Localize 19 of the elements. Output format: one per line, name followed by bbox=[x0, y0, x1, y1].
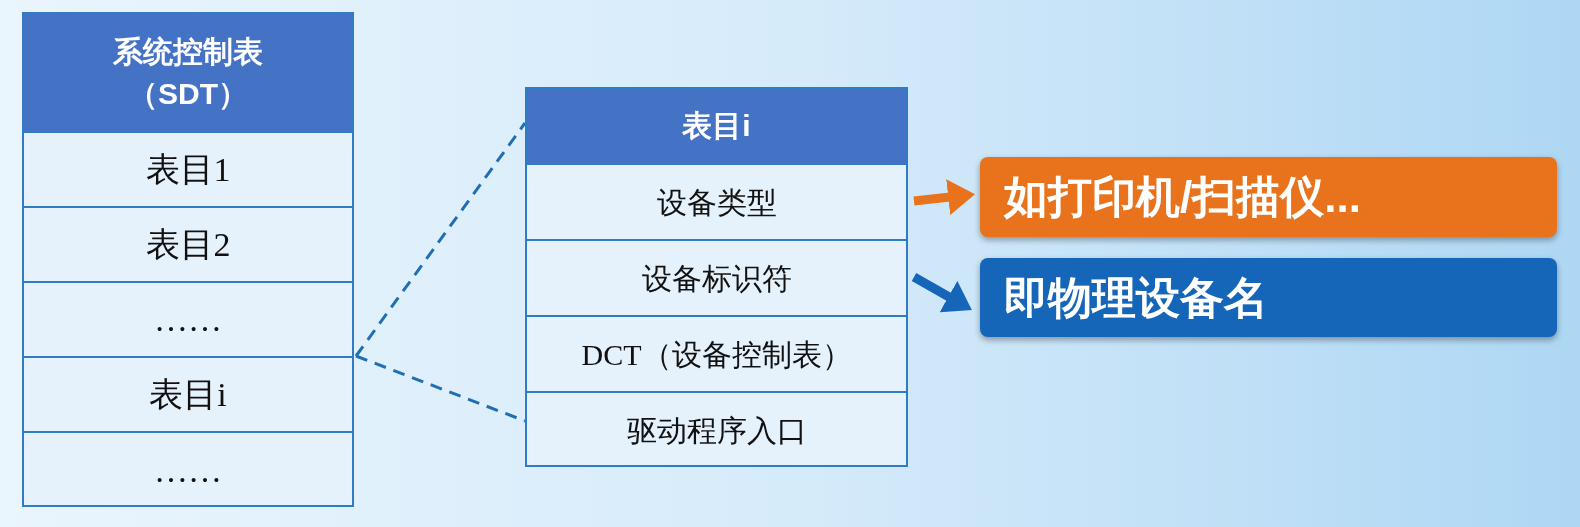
table-header: 表目i bbox=[527, 89, 906, 165]
table-row: DCT（设备控制表） bbox=[525, 315, 908, 391]
table-row: 表目i bbox=[22, 356, 354, 431]
table bbox=[22, 12, 354, 507]
arrow bbox=[913, 179, 976, 216]
table-row: 表目2 bbox=[22, 206, 354, 281]
dashed-line bbox=[355, 354, 526, 423]
table-row: 驱动程序入口 bbox=[525, 391, 908, 467]
callout-box: 即物理设备名 bbox=[980, 258, 1557, 337]
callout-box: 如打印机/扫描仪... bbox=[980, 157, 1557, 237]
table-header: 系统控制表（SDT） bbox=[24, 14, 352, 133]
dashed-line bbox=[354, 122, 527, 357]
table-row: …… bbox=[22, 281, 354, 356]
table-row: 表目1 bbox=[22, 131, 354, 206]
table-row: 设备标识符 bbox=[525, 239, 908, 315]
table-row: 设备类型 bbox=[525, 163, 908, 239]
arrow bbox=[911, 273, 972, 313]
table bbox=[525, 87, 908, 467]
table-row: …… bbox=[22, 431, 354, 507]
